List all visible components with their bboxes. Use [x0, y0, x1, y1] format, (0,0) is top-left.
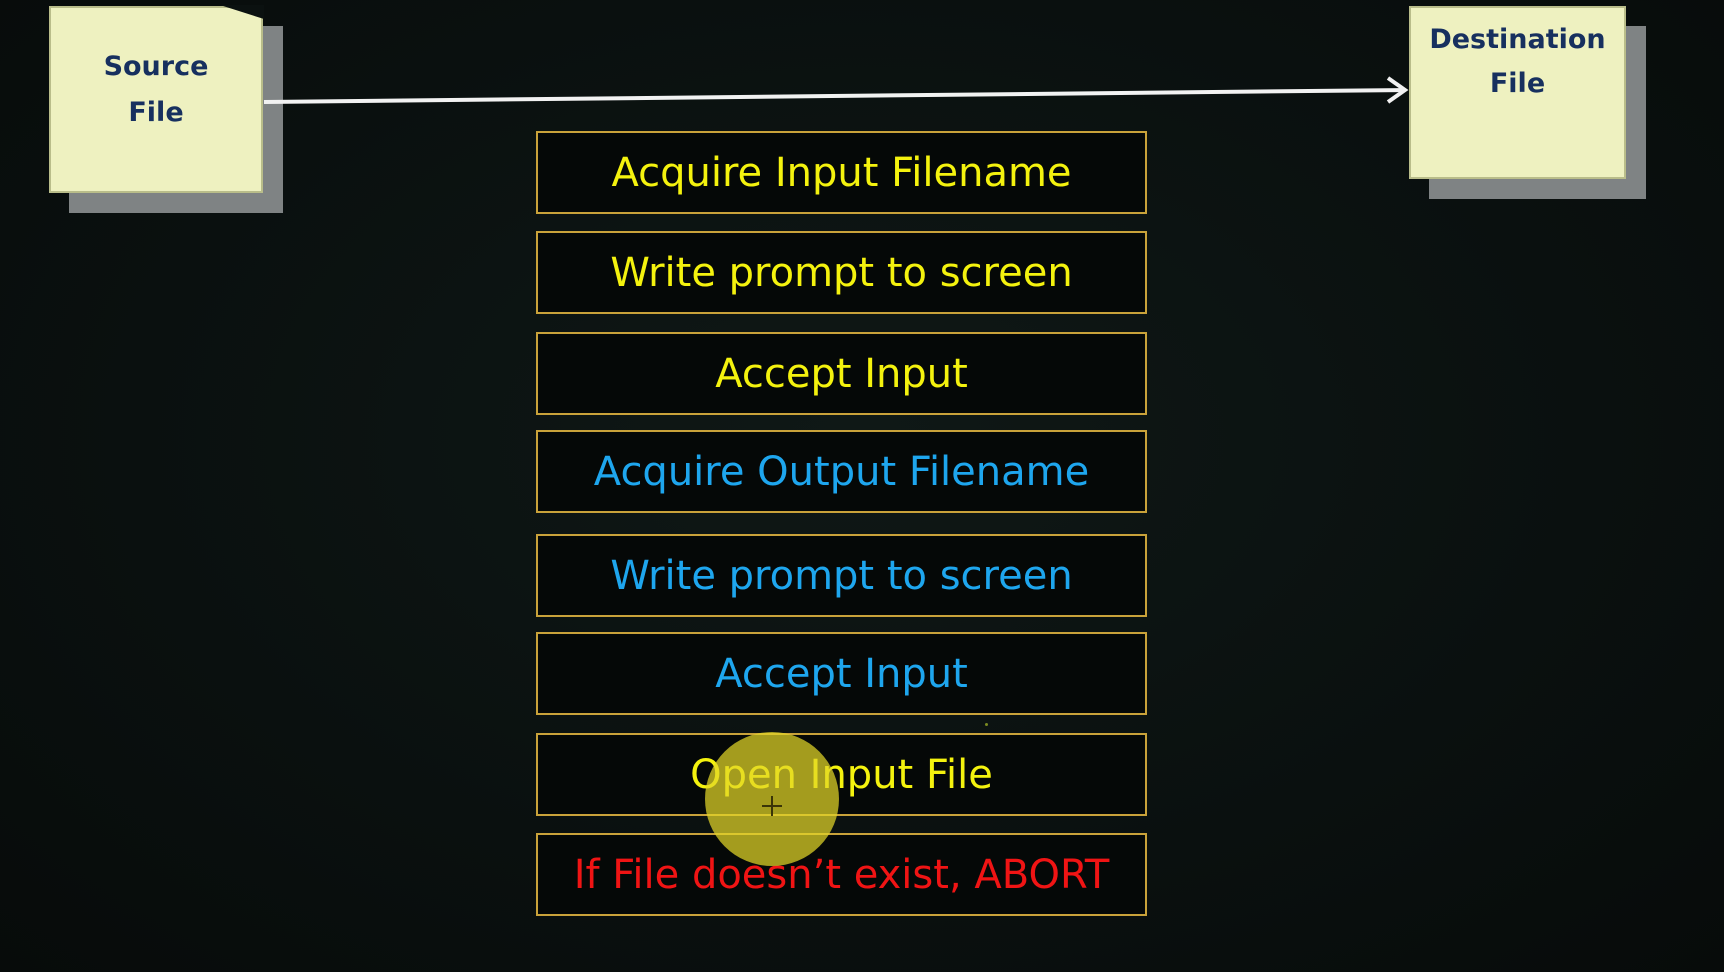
- pointer-dot: [985, 723, 988, 726]
- step-accept-input-1: Accept Input: [536, 332, 1147, 415]
- destination-file-note: Destination File: [1409, 6, 1626, 179]
- step-acquire-output-filename: Acquire Output Filename: [536, 430, 1147, 513]
- step-label: Open Input File: [690, 751, 993, 798]
- step-label: Accept Input: [715, 350, 968, 397]
- step-abort-if-missing: If File doesn’t exist, ABORT: [536, 833, 1147, 916]
- step-label: Write prompt to screen: [610, 249, 1073, 296]
- flow-arrow-head: [1386, 76, 1409, 104]
- destination-file-line1: Destination: [1429, 24, 1606, 55]
- flow-arrow-line: [263, 88, 1406, 104]
- step-write-prompt-input: Write prompt to screen: [536, 231, 1147, 314]
- step-write-prompt-output: Write prompt to screen: [536, 534, 1147, 617]
- source-file-line2: File: [128, 97, 184, 128]
- step-open-input-file: Open Input File: [536, 733, 1147, 816]
- step-accept-input-2: Accept Input: [536, 632, 1147, 715]
- source-file-note: Source File: [49, 5, 264, 193]
- page-fold: [220, 5, 264, 19]
- step-label: If File doesn’t exist, ABORT: [573, 851, 1110, 898]
- destination-file-line2: File: [1489, 68, 1546, 99]
- step-label: Accept Input: [715, 650, 968, 697]
- step-label: Acquire Output Filename: [593, 448, 1090, 495]
- step-acquire-input-filename: Acquire Input Filename: [536, 131, 1147, 214]
- step-label: Acquire Input Filename: [611, 149, 1072, 196]
- source-file-line1: Source: [103, 51, 209, 82]
- step-label: Write prompt to screen: [610, 552, 1073, 599]
